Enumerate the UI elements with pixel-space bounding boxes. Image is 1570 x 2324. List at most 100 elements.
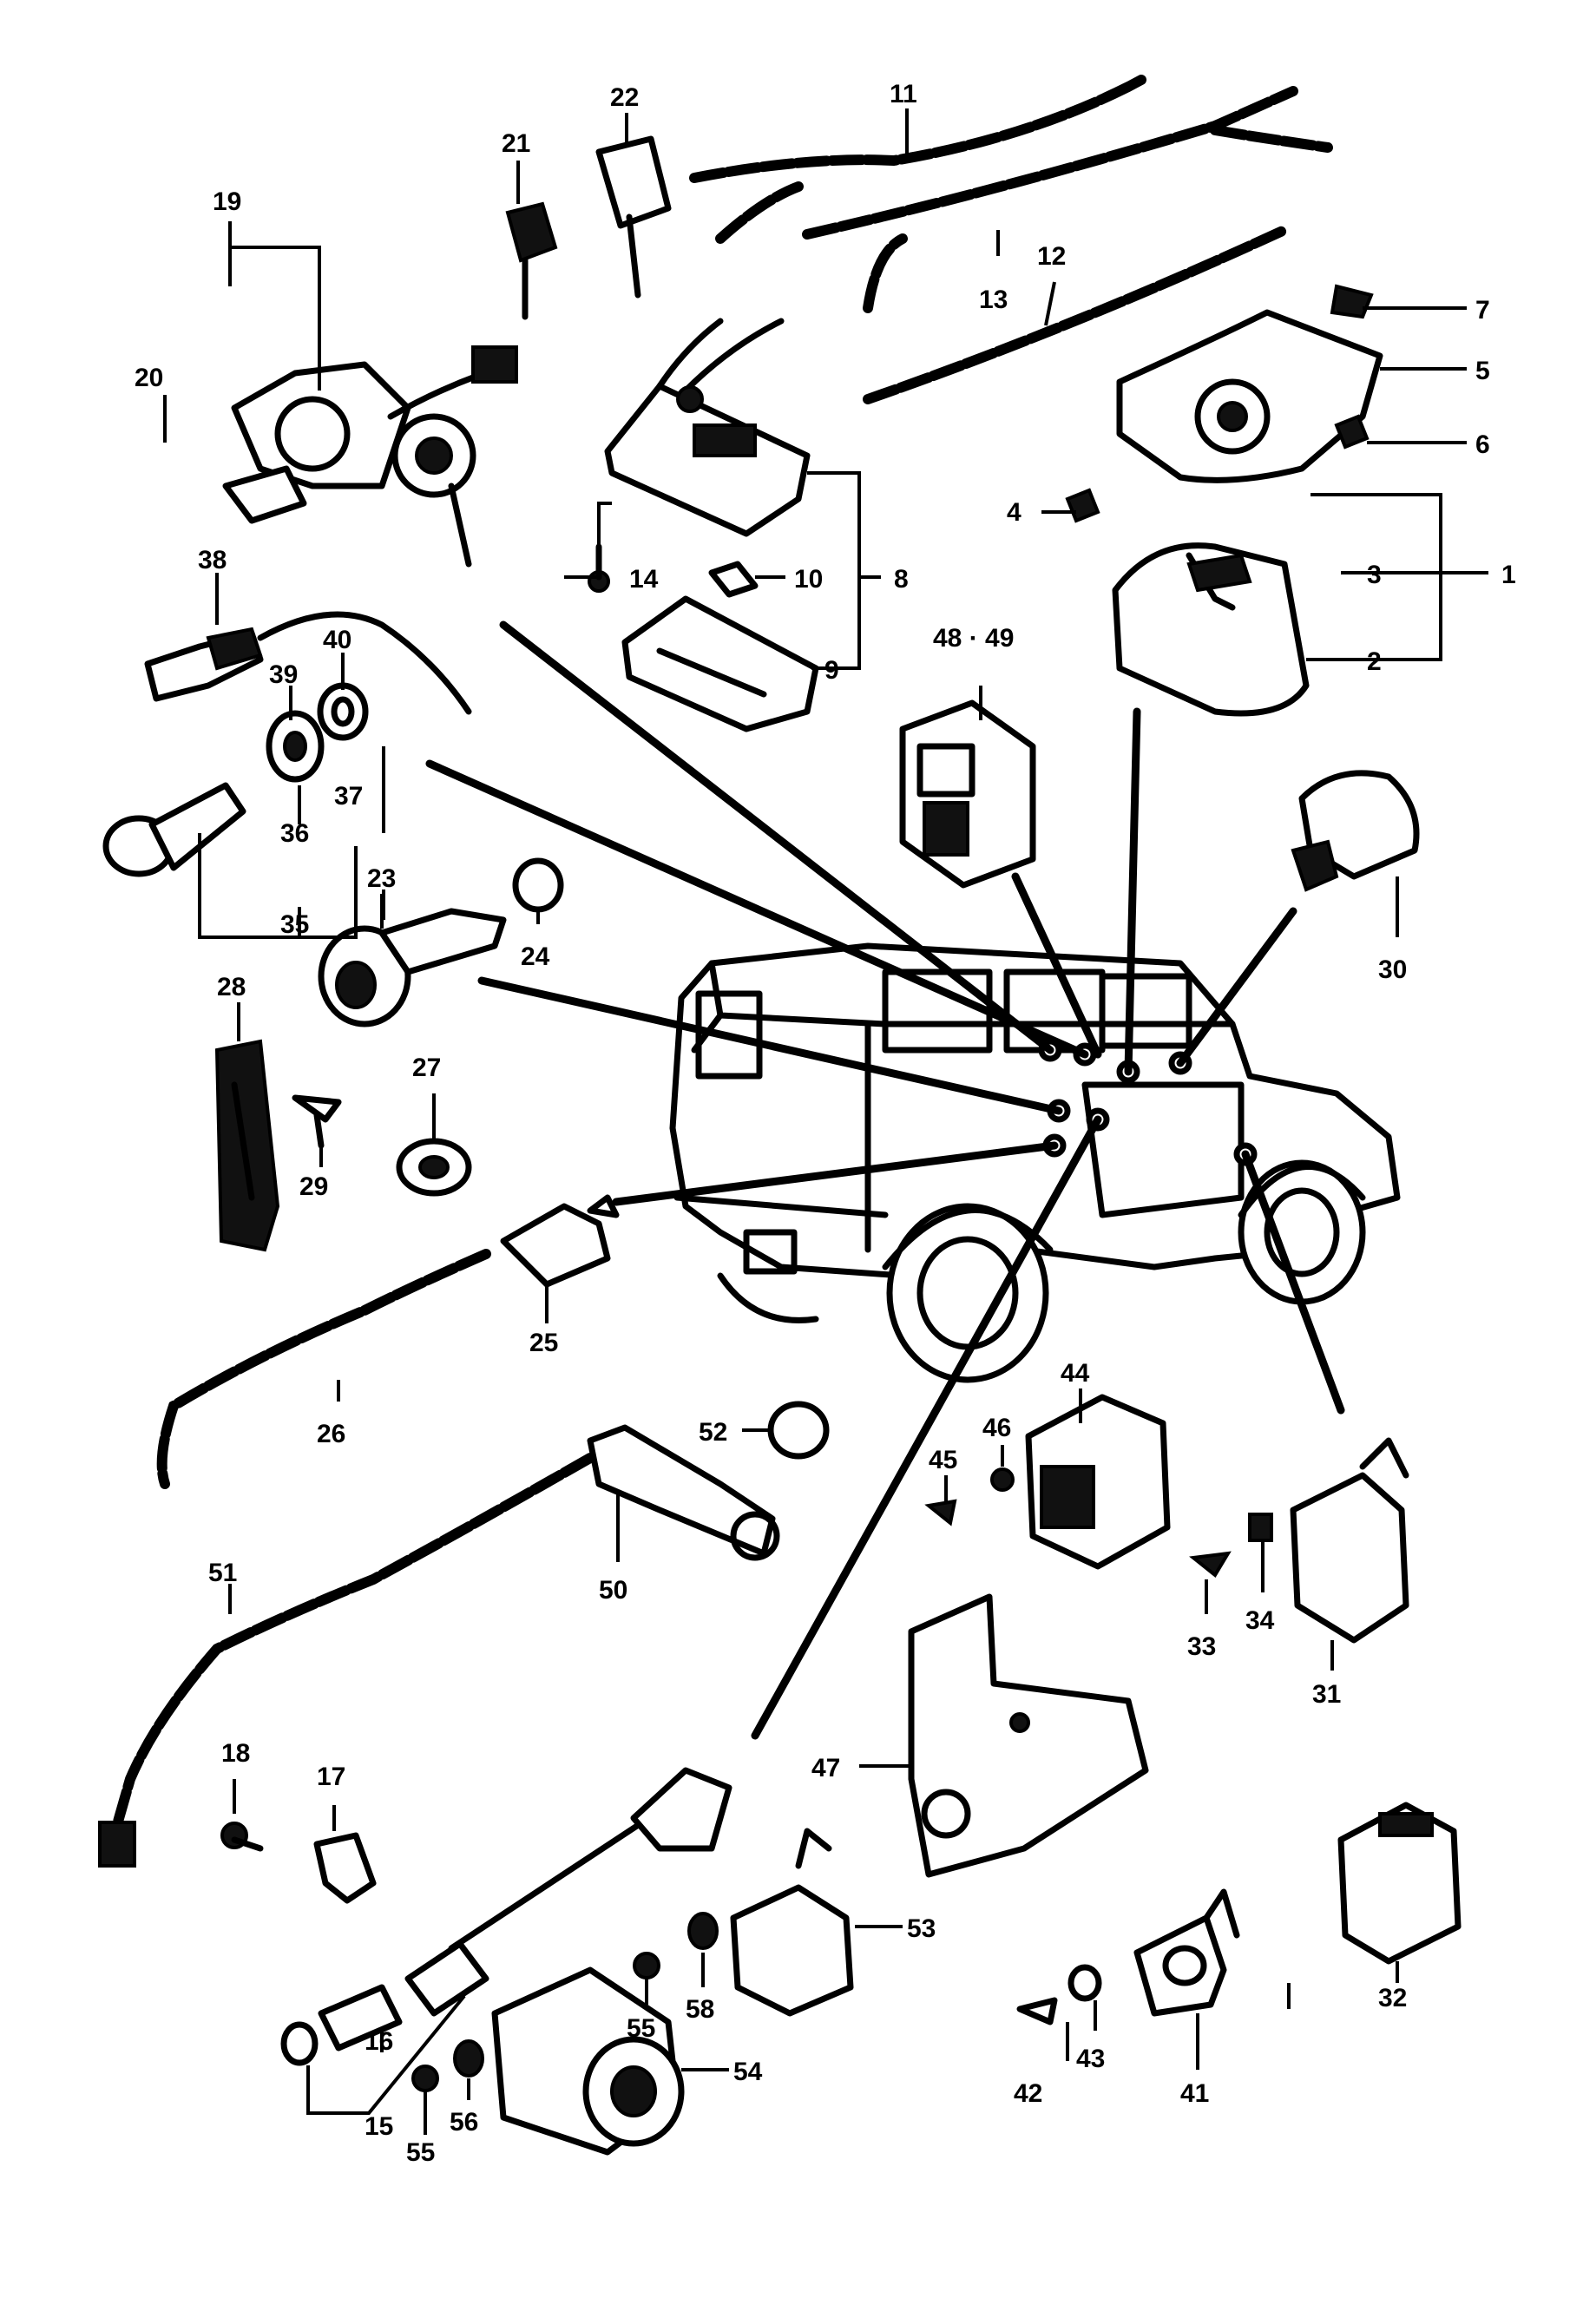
switch-48-49	[899, 699, 1036, 889]
callout-55-lower: 55	[406, 2138, 435, 2167]
callout-32: 32	[1378, 1984, 1407, 2012]
leader-lines	[163, 108, 1488, 2135]
wire-12	[863, 225, 1290, 404]
connector-16	[280, 1984, 403, 2066]
callout-34: 34	[1245, 1606, 1275, 1635]
switch-50	[587, 1424, 780, 1561]
motor-54	[491, 1966, 685, 2156]
callout-52: 52	[699, 1418, 727, 1447]
callout-29: 29	[299, 1172, 328, 1201]
callout-25: 25	[529, 1329, 558, 1357]
screws-4-6-7	[1065, 284, 1374, 523]
switch-23	[318, 908, 507, 1027]
callout-45: 45	[929, 1446, 957, 1474]
ignition-switch-19	[222, 345, 518, 568]
cable-26	[156, 1249, 491, 1489]
ring-27	[396, 1138, 472, 1197]
relay-44	[1025, 1394, 1171, 1570]
socket-36	[102, 782, 246, 877]
callout-11: 11	[890, 80, 917, 108]
callout-35: 35	[280, 910, 309, 939]
key-21	[505, 201, 558, 320]
screws-33-34	[1189, 1513, 1273, 1578]
callout-39: 39	[269, 660, 298, 689]
callout-33: 33	[1187, 1632, 1216, 1661]
pointer-lines	[425, 620, 1345, 1740]
callout-48-49: 48 · 49	[933, 624, 1014, 653]
callout-50: 50	[599, 1576, 627, 1605]
cover-5	[1116, 309, 1383, 483]
relay-53	[730, 1828, 854, 2017]
handle-28	[214, 1039, 280, 1252]
relay-47	[908, 1593, 1149, 1878]
callout-9: 9	[824, 656, 839, 685]
screws-55-56	[411, 1952, 660, 2092]
interior-lamp-8	[604, 318, 811, 537]
callout-21: 21	[502, 129, 530, 158]
bulb-10	[708, 561, 759, 598]
callout-12: 12	[1037, 242, 1066, 271]
callout-3: 3	[1367, 561, 1382, 589]
switch-41	[1133, 1888, 1240, 2017]
callout-16: 16	[365, 2027, 393, 2056]
lighter-38	[144, 611, 472, 715]
callout-19: 19	[213, 187, 241, 216]
cable-51	[98, 1453, 595, 1868]
callout-6: 6	[1475, 430, 1490, 459]
screw-29	[292, 1094, 342, 1149]
callout-18: 18	[221, 1739, 250, 1768]
housing-2	[1112, 542, 1310, 717]
screws-42-43	[1016, 1964, 1102, 2025]
callout-30: 30	[1378, 955, 1407, 984]
switch-30	[1291, 770, 1420, 892]
callout-22: 22	[610, 83, 639, 112]
callout-10: 10	[794, 565, 823, 594]
callout-26: 26	[317, 1420, 345, 1448]
callout-43: 43	[1076, 2045, 1105, 2073]
callout-46: 46	[982, 1414, 1011, 1442]
callout-56: 56	[450, 2108, 478, 2137]
lamp-lens-9	[621, 595, 819, 732]
callout-13: 13	[979, 286, 1008, 314]
harness-11	[689, 75, 1146, 244]
callout-55: 55	[627, 2014, 655, 2043]
callout-8: 8	[894, 565, 909, 594]
callout-labels: 1 2 3 4 5 6 7 8 9 10 11 12 13 14 15 16 1…	[135, 80, 1516, 2167]
key-22	[595, 135, 672, 299]
callout-20: 20	[135, 364, 163, 392]
callout-2: 2	[1367, 647, 1382, 676]
callout-53: 53	[907, 1914, 936, 1943]
callout-58: 58	[686, 1995, 714, 2024]
vehicle-illustration	[669, 708, 1401, 1383]
callout-28: 28	[217, 973, 246, 1001]
callout-41: 41	[1180, 2079, 1209, 2108]
callout-17: 17	[317, 1763, 345, 1791]
callout-54: 54	[733, 2058, 763, 2086]
callout-14: 14	[629, 565, 659, 594]
callout-5: 5	[1475, 357, 1490, 385]
rings-39-40	[266, 682, 369, 783]
callout-24: 24	[521, 942, 550, 971]
callout-27: 27	[412, 1054, 441, 1082]
connector-15	[404, 1767, 732, 2017]
screws-45-46	[924, 1467, 1015, 1526]
screw-18	[220, 1822, 264, 1852]
relay-31	[1290, 1437, 1409, 1644]
callout-42: 42	[1014, 2079, 1042, 2108]
harness-13	[802, 86, 1333, 313]
callout-36: 36	[280, 819, 309, 848]
callout-40: 40	[323, 626, 351, 654]
cap-52	[767, 1401, 830, 1460]
callout-51: 51	[208, 1559, 237, 1587]
relay-32	[1337, 1802, 1462, 1965]
clip-17	[313, 1832, 377, 1904]
switch-25	[500, 1194, 620, 1288]
callout-47: 47	[811, 1754, 840, 1782]
callout-23: 23	[367, 864, 396, 893]
callout-4: 4	[1007, 498, 1021, 527]
callout-37: 37	[334, 782, 363, 811]
callout-7: 7	[1475, 296, 1490, 325]
callout-1: 1	[1501, 561, 1516, 589]
callout-38: 38	[198, 546, 227, 574]
